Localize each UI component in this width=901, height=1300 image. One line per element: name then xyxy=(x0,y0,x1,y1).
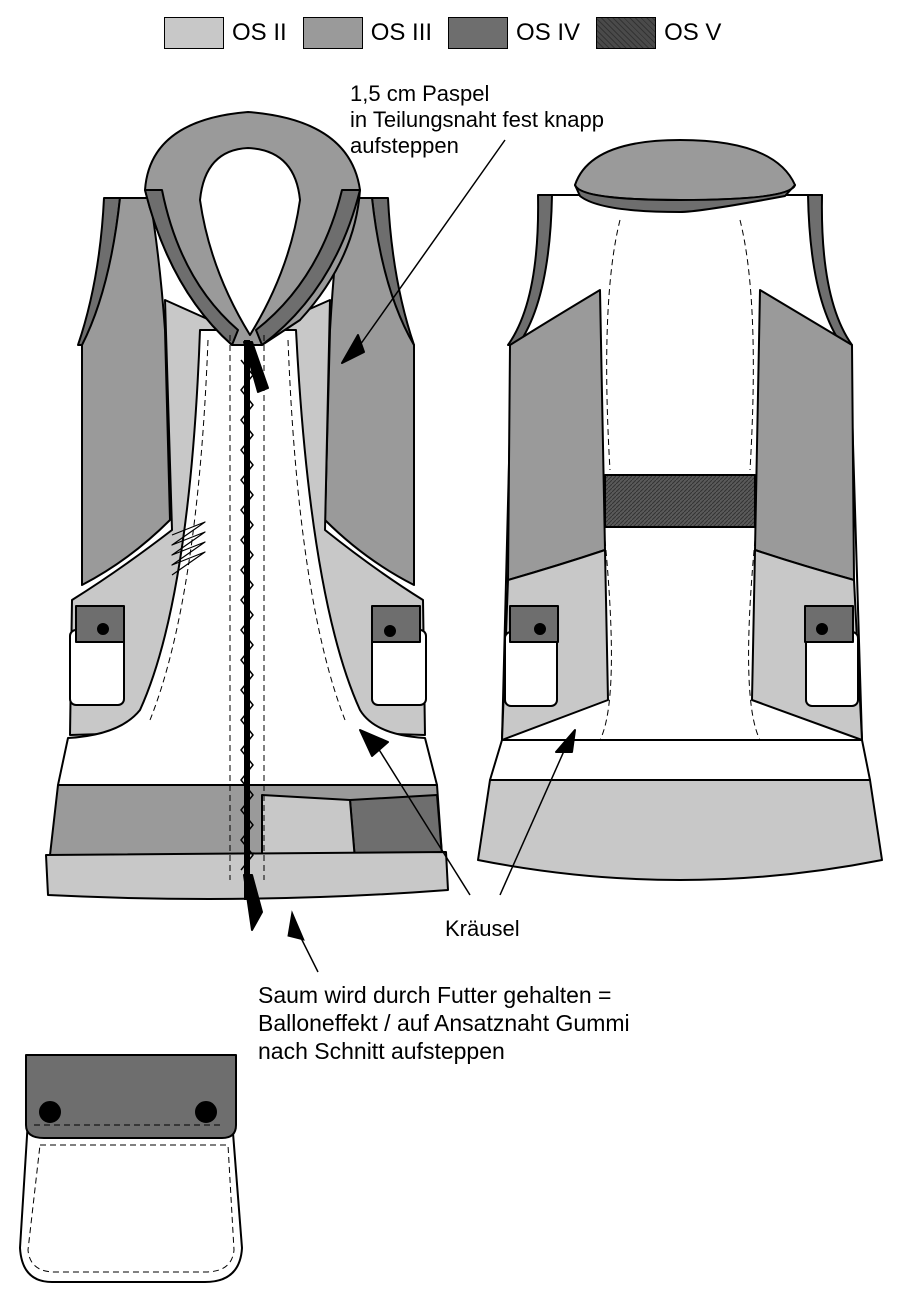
pocket-detail-flap xyxy=(25,1054,237,1139)
front-hem-center-block xyxy=(261,794,356,861)
legend-swatch xyxy=(596,17,657,49)
back-collar-band xyxy=(574,184,796,213)
annotation-leaders xyxy=(295,139,569,973)
annotation-line: nach Schnitt aufsteppen xyxy=(258,1038,505,1064)
front-collar-opening xyxy=(199,147,301,336)
pocket-detail-body xyxy=(19,1119,243,1283)
front-view xyxy=(45,111,449,931)
annotation-line: 1,5 cm Paspel xyxy=(350,81,490,106)
back-view xyxy=(359,139,883,881)
back-left-pocket xyxy=(504,605,559,707)
front-elastic-zigzag xyxy=(171,521,206,576)
back-right-pocket xyxy=(804,605,859,707)
legend-item-os2: OS II xyxy=(164,17,297,49)
back-waistband xyxy=(604,474,756,528)
front-left-pocket xyxy=(69,605,125,706)
pocket-button-right xyxy=(195,1101,217,1123)
legend-label: OS IV xyxy=(516,19,581,46)
legend-swatch xyxy=(448,17,509,49)
color-legend: OS II OS III OS IV OS V xyxy=(164,16,737,50)
legend-swatch xyxy=(164,17,224,49)
annotation-line: in Teilungsnaht fest knapp xyxy=(350,107,604,132)
front-zipper-pull-bottom xyxy=(243,874,263,931)
legend-item-os5: OS V xyxy=(596,17,731,49)
pocket-button-left xyxy=(39,1101,61,1123)
legend-label: OS V xyxy=(664,19,722,46)
legend-swatch xyxy=(302,17,363,49)
back-hem-connector xyxy=(489,739,871,781)
back-hem-band xyxy=(477,779,883,881)
front-zipper-pull-top xyxy=(243,341,269,393)
back-topstitch xyxy=(599,219,761,741)
annotation-line: Kräusel xyxy=(445,916,520,941)
front-left-side-panel xyxy=(81,197,171,586)
legend-item-os4: OS IV xyxy=(448,17,590,49)
annotation-line: aufsteppen xyxy=(350,133,459,158)
back-collar xyxy=(574,139,796,201)
front-topstitch xyxy=(149,335,346,880)
kraeusel-arrow-head xyxy=(359,729,389,757)
legend-label: OS II xyxy=(232,19,287,46)
pocket-detail xyxy=(19,1054,243,1283)
saum-arrow-head xyxy=(287,910,305,941)
front-collar-band xyxy=(255,189,361,346)
annotation-kraeusel: Kräusel xyxy=(445,916,520,942)
annotation-line: Balloneffekt / auf Ansatznaht Gummi xyxy=(258,1010,630,1036)
legend-item-os3: OS III xyxy=(302,17,442,49)
front-right-pocket xyxy=(371,605,427,706)
annotation-paspel: 1,5 cm Paspel in Teilungsnaht fest knapp… xyxy=(350,81,604,159)
annotation-line: Saum wird durch Futter gehalten = xyxy=(258,982,612,1008)
front-collar-band xyxy=(144,189,239,346)
annotation-saum: Saum wird durch Futter gehalten = Ballon… xyxy=(258,981,630,1065)
pocket-detail-topstitch xyxy=(27,1124,235,1273)
front-zipper-teeth xyxy=(240,359,254,871)
legend-label: OS III xyxy=(370,19,433,46)
